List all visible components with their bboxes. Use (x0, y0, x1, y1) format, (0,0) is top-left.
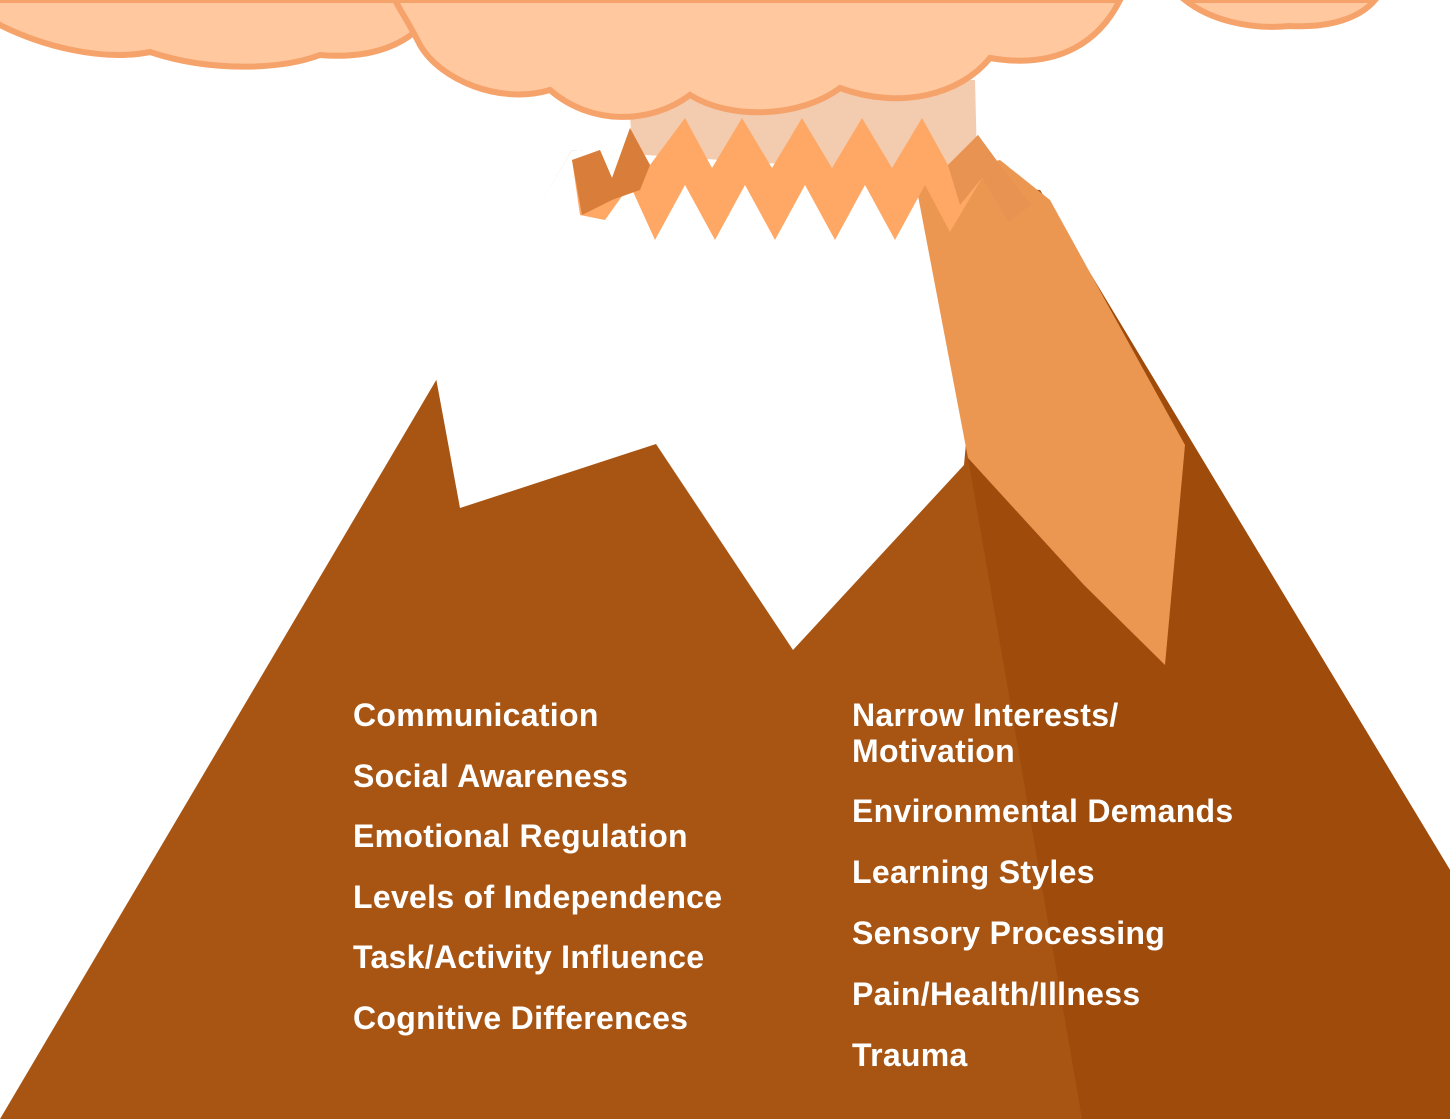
factor-item: Pain/Health/Illness (852, 976, 1141, 1012)
snow-cap (436, 150, 990, 650)
eruption-cloud (0, 0, 1379, 120)
factor-item: Sensory Processing (852, 915, 1166, 951)
factor-item: Communication (353, 697, 599, 733)
lava-crater-shade-left (572, 128, 650, 215)
lava-crater (572, 118, 1032, 240)
factor-item: Social Awareness (353, 757, 629, 794)
lava-crater-shade-right (948, 135, 1032, 222)
left-factor-list: Communication Social Awareness Emotional… (353, 697, 722, 1060)
factor-item: Environmental Demands (852, 793, 1234, 829)
factor-item: Narrow Interests/ Motivation (852, 697, 1119, 769)
factor-item: Task/Activity Influence (353, 939, 705, 975)
lava-flow (915, 160, 1185, 665)
factor-item: Emotional Regulation (353, 818, 688, 854)
factor-item: Cognitive Differences (353, 999, 689, 1036)
right-factor-list: Narrow Interests/ Motivation Environment… (852, 697, 1234, 1098)
factor-item: Levels of Independence (353, 878, 723, 915)
factor-item: Trauma (852, 1037, 968, 1073)
factor-item: Learning Styles (852, 854, 1095, 890)
